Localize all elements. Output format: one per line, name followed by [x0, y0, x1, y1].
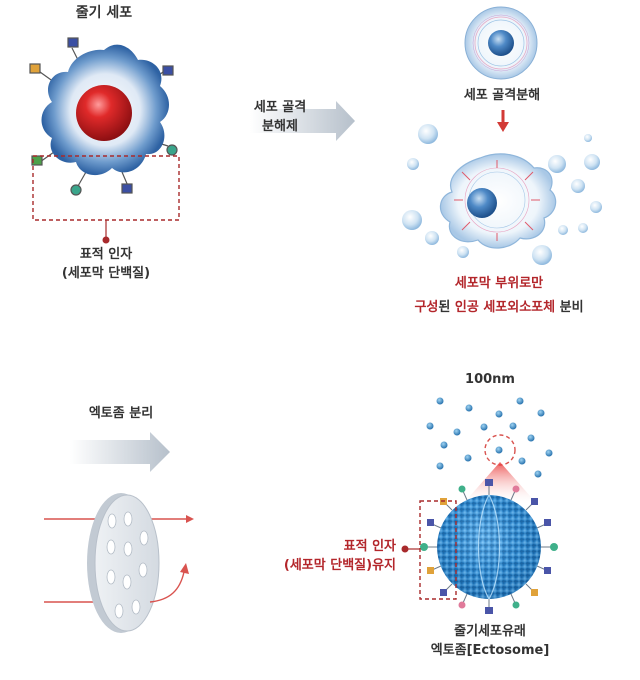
artificial-vesicle-caption: 세포막 부위로만 구성된 인공 세포외소포체 분비 — [380, 272, 618, 320]
artificial-vesicle-part2b: 된 — [438, 300, 455, 315]
step1-line2: 분해제 — [262, 119, 298, 134]
intact-cell-nucleus — [488, 30, 514, 56]
stem-cell-illustration — [29, 37, 178, 196]
scale-label: 100nm — [465, 372, 515, 387]
target-factor-dot — [102, 236, 110, 244]
arrow-ectosome-isolation — [70, 432, 170, 472]
ectosome-line2: 엑토좀[Ectosome] — [430, 643, 550, 658]
down-arrow-head — [497, 122, 509, 132]
arrow-cytoskeleton-degrader — [250, 101, 355, 141]
artificial-vesicle-part2d: 분비 — [555, 300, 584, 315]
magnification-cone — [462, 462, 538, 505]
artificial-vesicle-part2c: 인공 세포외소포체 — [454, 300, 556, 315]
retained-factor-label: 표적 인자 (세포막 단백질)유지 — [270, 537, 396, 575]
ectosome-caption: 줄기세포유래 엑토좀[Ectosome] — [420, 622, 560, 660]
released-vesicles — [402, 124, 602, 265]
cytoskeleton-degrader-label: 세포 골격 분해제 — [240, 98, 320, 136]
target-factor-line2: (세포막 단백질) — [61, 266, 151, 281]
stem-cell-title: 줄기 세포 — [75, 5, 133, 21]
stem-cell-nucleus — [76, 85, 132, 141]
degraded-cell-illustration — [439, 153, 557, 249]
target-factor-line1: 표적 인자 — [79, 247, 133, 262]
retained-factor-highlight-box — [419, 500, 457, 600]
artificial-vesicle-line2: 구성된 인공 세포외소포체 분비 — [380, 296, 618, 320]
retained-factor-line2b: 유지 — [372, 558, 396, 573]
retained-factor-dot — [401, 545, 409, 553]
nanoparticle-dots — [426, 397, 553, 478]
ectosome-isolation-label: 엑토좀 분리 — [88, 406, 154, 421]
step1-line1: 세포 골격 — [253, 100, 307, 115]
artificial-vesicle-part2a: 구성 — [414, 300, 439, 315]
artificial-vesicle-line1: 세포막 부위로만 — [454, 276, 544, 291]
degraded-cell-nucleus — [467, 188, 497, 218]
membrane-protein-receptors — [29, 37, 178, 196]
retained-factor-line1: 표적 인자 — [343, 539, 396, 554]
retained-factor-line2: (세포막 단백질)유지 — [270, 556, 396, 575]
filter-membrane — [44, 493, 194, 633]
target-factor-label: 표적 인자 (세포막 단백질) — [46, 245, 166, 283]
ectosome-illustration — [420, 479, 558, 614]
cytoskeleton-degradation-label: 세포 골격분해 — [463, 88, 541, 103]
intact-cell-illustration — [464, 6, 538, 80]
retained-factor-line2a: (세포막 단백질) — [283, 558, 373, 573]
ectosome-line1: 줄기세포유래 — [454, 624, 526, 639]
